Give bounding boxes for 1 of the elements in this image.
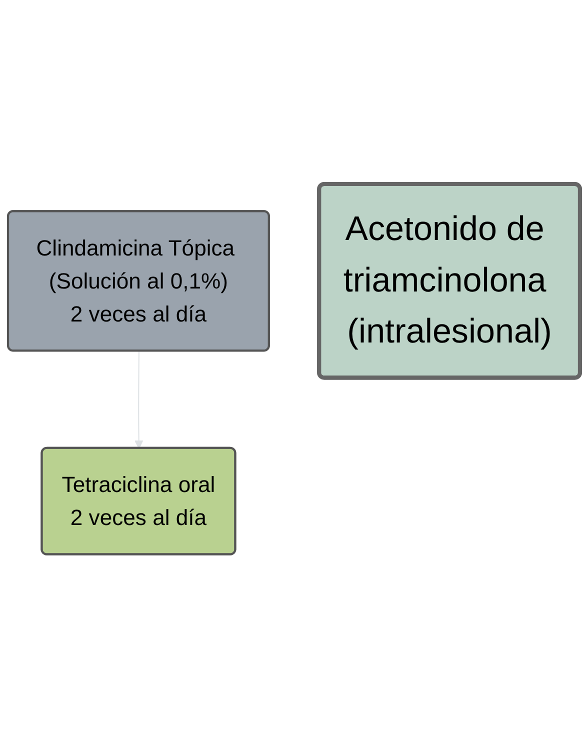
arrow — [134, 350, 144, 449]
